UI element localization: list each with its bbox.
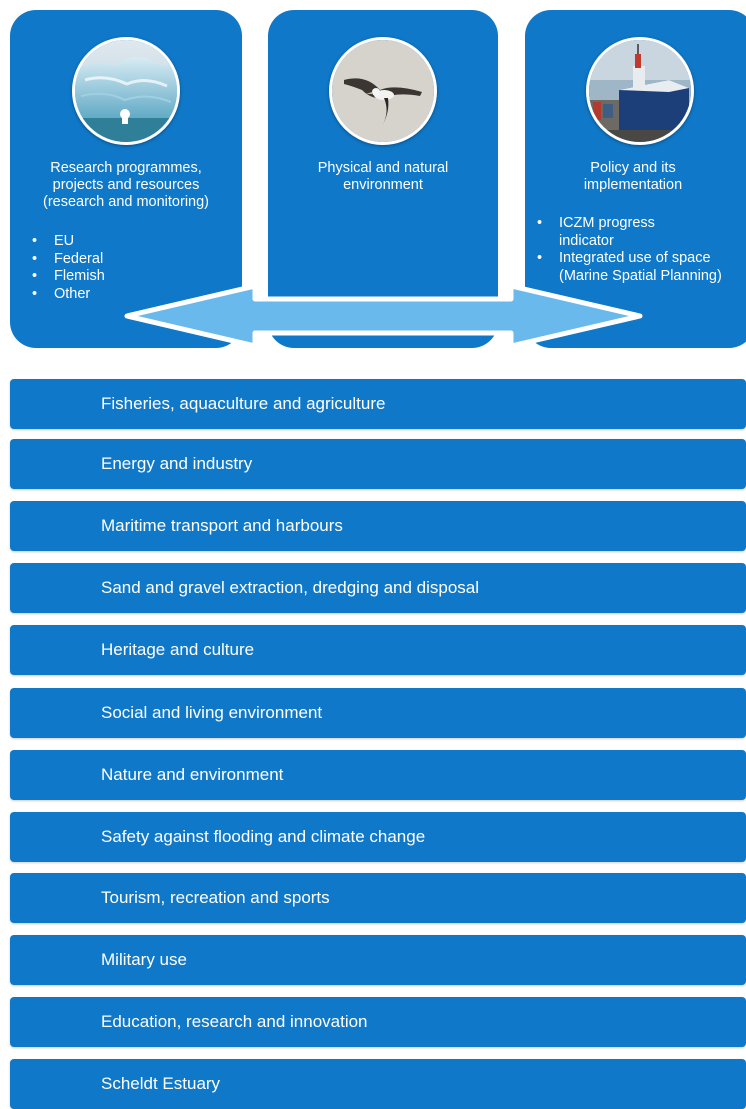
sector-label: Fisheries, aquaculture and agriculture (101, 394, 386, 413)
ship-photo (586, 37, 694, 145)
policy-list: ICZM progress indicator Integrated use o… (535, 215, 722, 285)
sector-bar: Safety against flooding and climate chan… (10, 812, 746, 862)
sector-label: Scheldt Estuary (101, 1074, 221, 1093)
sector-bar: Social and living environment (10, 688, 746, 738)
sector-bar: Fisheries, aquaculture and agriculture (10, 379, 746, 429)
list-item: ICZM progress indicator (535, 215, 722, 250)
sector-bar: Heritage and culture (10, 625, 746, 675)
albatross-photo (329, 37, 437, 145)
sector-bar: Sand and gravel extraction, dredging and… (10, 563, 746, 613)
list-item: Federal (30, 251, 105, 269)
policy-panel: Policy and its implementation ICZM progr… (525, 10, 746, 348)
arrow-shape (124, 283, 643, 349)
sector-bar: Energy and industry (10, 439, 746, 489)
sector-bar: Maritime transport and harbours (10, 501, 746, 551)
sector-label: Heritage and culture (101, 640, 255, 659)
sector-label: Sand and gravel extraction, dredging and… (101, 578, 480, 597)
sector-label: Tourism, recreation and sports (101, 888, 330, 907)
sector-label: Maritime transport and harbours (101, 516, 343, 535)
sector-label: Energy and industry (101, 454, 253, 473)
sector-label: Military use (101, 950, 187, 969)
sector-bar: Military use (10, 935, 746, 985)
double-arrow-icon (124, 283, 643, 349)
sector-bar: Tourism, recreation and sports (10, 873, 746, 923)
sector-label: Nature and environment (101, 765, 284, 784)
sector-label: Safety against flooding and climate chan… (101, 827, 426, 846)
sector-bar: Scheldt Estuary (10, 1059, 746, 1109)
research-funding-list: EU Federal Flemish Other (30, 233, 105, 303)
sector-label: Social and living environment (101, 703, 323, 722)
research-panel-title: Research programmes, projects and resour… (42, 160, 210, 210)
sector-label: Education, research and innovation (101, 1012, 368, 1031)
environment-panel: Physical and natural environment (268, 10, 498, 348)
environment-panel-title: Physical and natural environment (317, 160, 449, 193)
list-item: Other (30, 286, 105, 304)
sector-bar: Education, research and innovation (10, 997, 746, 1047)
research-panel: Research programmes, projects and resour… (10, 10, 242, 348)
list-item: Integrated use of space (Marine Spatial … (535, 250, 722, 285)
list-item: Flemish (30, 268, 105, 286)
list-item: EU (30, 233, 105, 251)
sector-bar: Nature and environment (10, 750, 746, 800)
policy-panel-title: Policy and its implementation (583, 160, 683, 193)
